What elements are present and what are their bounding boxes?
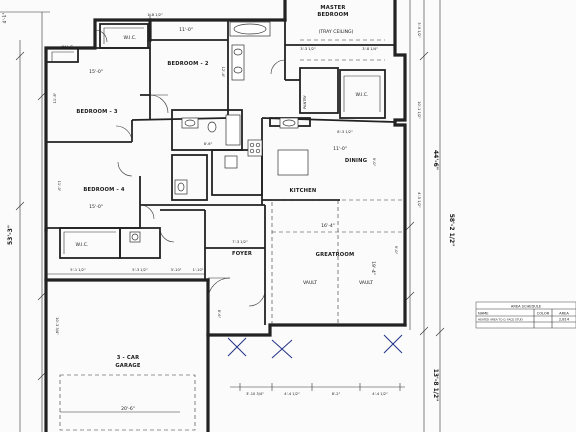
dim-mid-b: 5'-3 1/2"	[132, 268, 148, 272]
dim-side-a: 9'-0"	[394, 246, 398, 255]
dim-foyer-w: 7'-3 1/2"	[232, 240, 248, 244]
master-bedroom-label-1: MASTER	[320, 5, 345, 11]
area-schedule-table: AREA SCHEDULE NAME COLOR AREA HEATED ARE…	[475, 301, 576, 329]
bedroom-4-label: BEDROOM - 4	[83, 187, 125, 193]
dim-mid-d: 1'-10"	[193, 268, 204, 272]
bedroom-3-label: BEDROOM - 3	[76, 109, 118, 115]
garage-label-2: GARAGE	[115, 363, 141, 369]
master-bedroom-label-2: BEDROOM	[317, 12, 348, 18]
dim-bedroom2-depth: 12'-4"	[221, 67, 225, 78]
dim-overall-right: 58'-2 1/2"	[448, 214, 455, 247]
dim-greatroom-width: 16'-4"	[321, 223, 335, 229]
vault-label-1: VAULT	[303, 280, 317, 286]
exterior-walls	[44, 0, 407, 432]
schedule-row-area: 2,814	[559, 318, 570, 322]
tray-ceiling-label: (TRAY CEILING)	[319, 29, 354, 35]
garage-label-1: 3 - CAR	[117, 355, 140, 361]
vault-label-2: VAULT	[359, 280, 373, 286]
dim-master-b: 3'-8 1/4"	[362, 47, 378, 51]
dim-mid-c: 3'-10"	[171, 268, 182, 272]
dim-base-c: 8'-2"	[332, 392, 341, 396]
dim-bedroom2-width: 11'-0"	[179, 27, 193, 33]
dim-bath-w: 8'-6"	[204, 142, 213, 146]
dim-master-a: 3'-3 1/2"	[300, 47, 316, 51]
schedule-header-area: AREA	[559, 312, 569, 316]
dim-right-bottom: 13'-8 1/2"	[432, 369, 439, 402]
dim-greatroom-depth: 19'-4"	[370, 261, 376, 275]
dining-label: DINING	[345, 158, 367, 164]
wic-label-2: W.I.C.	[124, 35, 137, 41]
room-labels: MASTER BEDROOM (TRAY CEILING) BEDROOM - …	[62, 5, 374, 369]
site-markers	[227, 334, 403, 359]
dim-top-small: 1'-8 1/2"	[147, 13, 163, 17]
wic-label-1: W.I.C.	[62, 45, 75, 51]
dim-base-d: 4'-4 1/2"	[372, 392, 388, 396]
dim-dining-depth: 9'-0"	[372, 158, 376, 167]
ceiling-lines	[59, 39, 405, 431]
schedule-title: AREA SCHEDULE	[511, 305, 542, 309]
pantry-label: PANTRY	[303, 94, 307, 109]
dim-bedroom4-width: 15'-0"	[89, 204, 103, 210]
wic-label-4: W.I.C.	[76, 242, 89, 248]
dim-mid-a: 5'-1 1/2"	[70, 268, 86, 272]
dim-overall-left: 53'-3"	[7, 225, 14, 245]
dim-base-a: 3'-10 3/4"	[246, 392, 264, 396]
dim-bedroom4-depth: 11'-0"	[57, 181, 61, 192]
dim-bedroom3-depth: 11'-8"	[53, 92, 57, 103]
dim-side-b: 8'-6"	[217, 310, 221, 319]
interior-walls	[46, 19, 396, 325]
dim-kitchen-w: 8'-3 1/2"	[337, 130, 353, 134]
dim-side-c: 10'-1 1/2"	[417, 101, 421, 119]
dim-base-b: 4'-4 1/2"	[284, 392, 300, 396]
schedule-row-name: HEATED AREA TO O. FACE STUD	[478, 318, 523, 322]
dimension-labels: 53'-3" 44'-6" 58'-2 1/2" 13'-8 1/2" 4'-1…	[2, 13, 455, 412]
dim-side-d: 4'-5 1/2"	[417, 192, 421, 208]
dimension-lines	[0, 0, 445, 432]
dim-bedroom3-width: 15'-0"	[89, 69, 103, 75]
dim-right-top: 3'-9 1/2"	[417, 22, 421, 38]
dim-overall-right-upper: 44'-6"	[432, 150, 439, 170]
dim-garage-width: 20'-6"	[121, 406, 135, 412]
fixtures	[51, 21, 381, 254]
dim-dining-width: 11'-0"	[333, 146, 347, 152]
greatroom-label: GREATROOM	[316, 252, 355, 258]
foyer-label: FOYER	[232, 251, 252, 257]
doors	[94, 29, 286, 307]
schedule-header-color: COLOR	[537, 312, 550, 316]
dim-corner-top-left: 4'-1"	[2, 13, 8, 24]
bedroom-2-label: BEDROOM - 2	[167, 61, 209, 67]
kitchen-label: KITCHEN	[290, 188, 317, 194]
wic-label-3: W.I.C.	[356, 92, 369, 98]
dim-garage-depth: 10'-3 3/4"	[55, 317, 59, 335]
schedule-header-name: NAME	[478, 312, 489, 316]
